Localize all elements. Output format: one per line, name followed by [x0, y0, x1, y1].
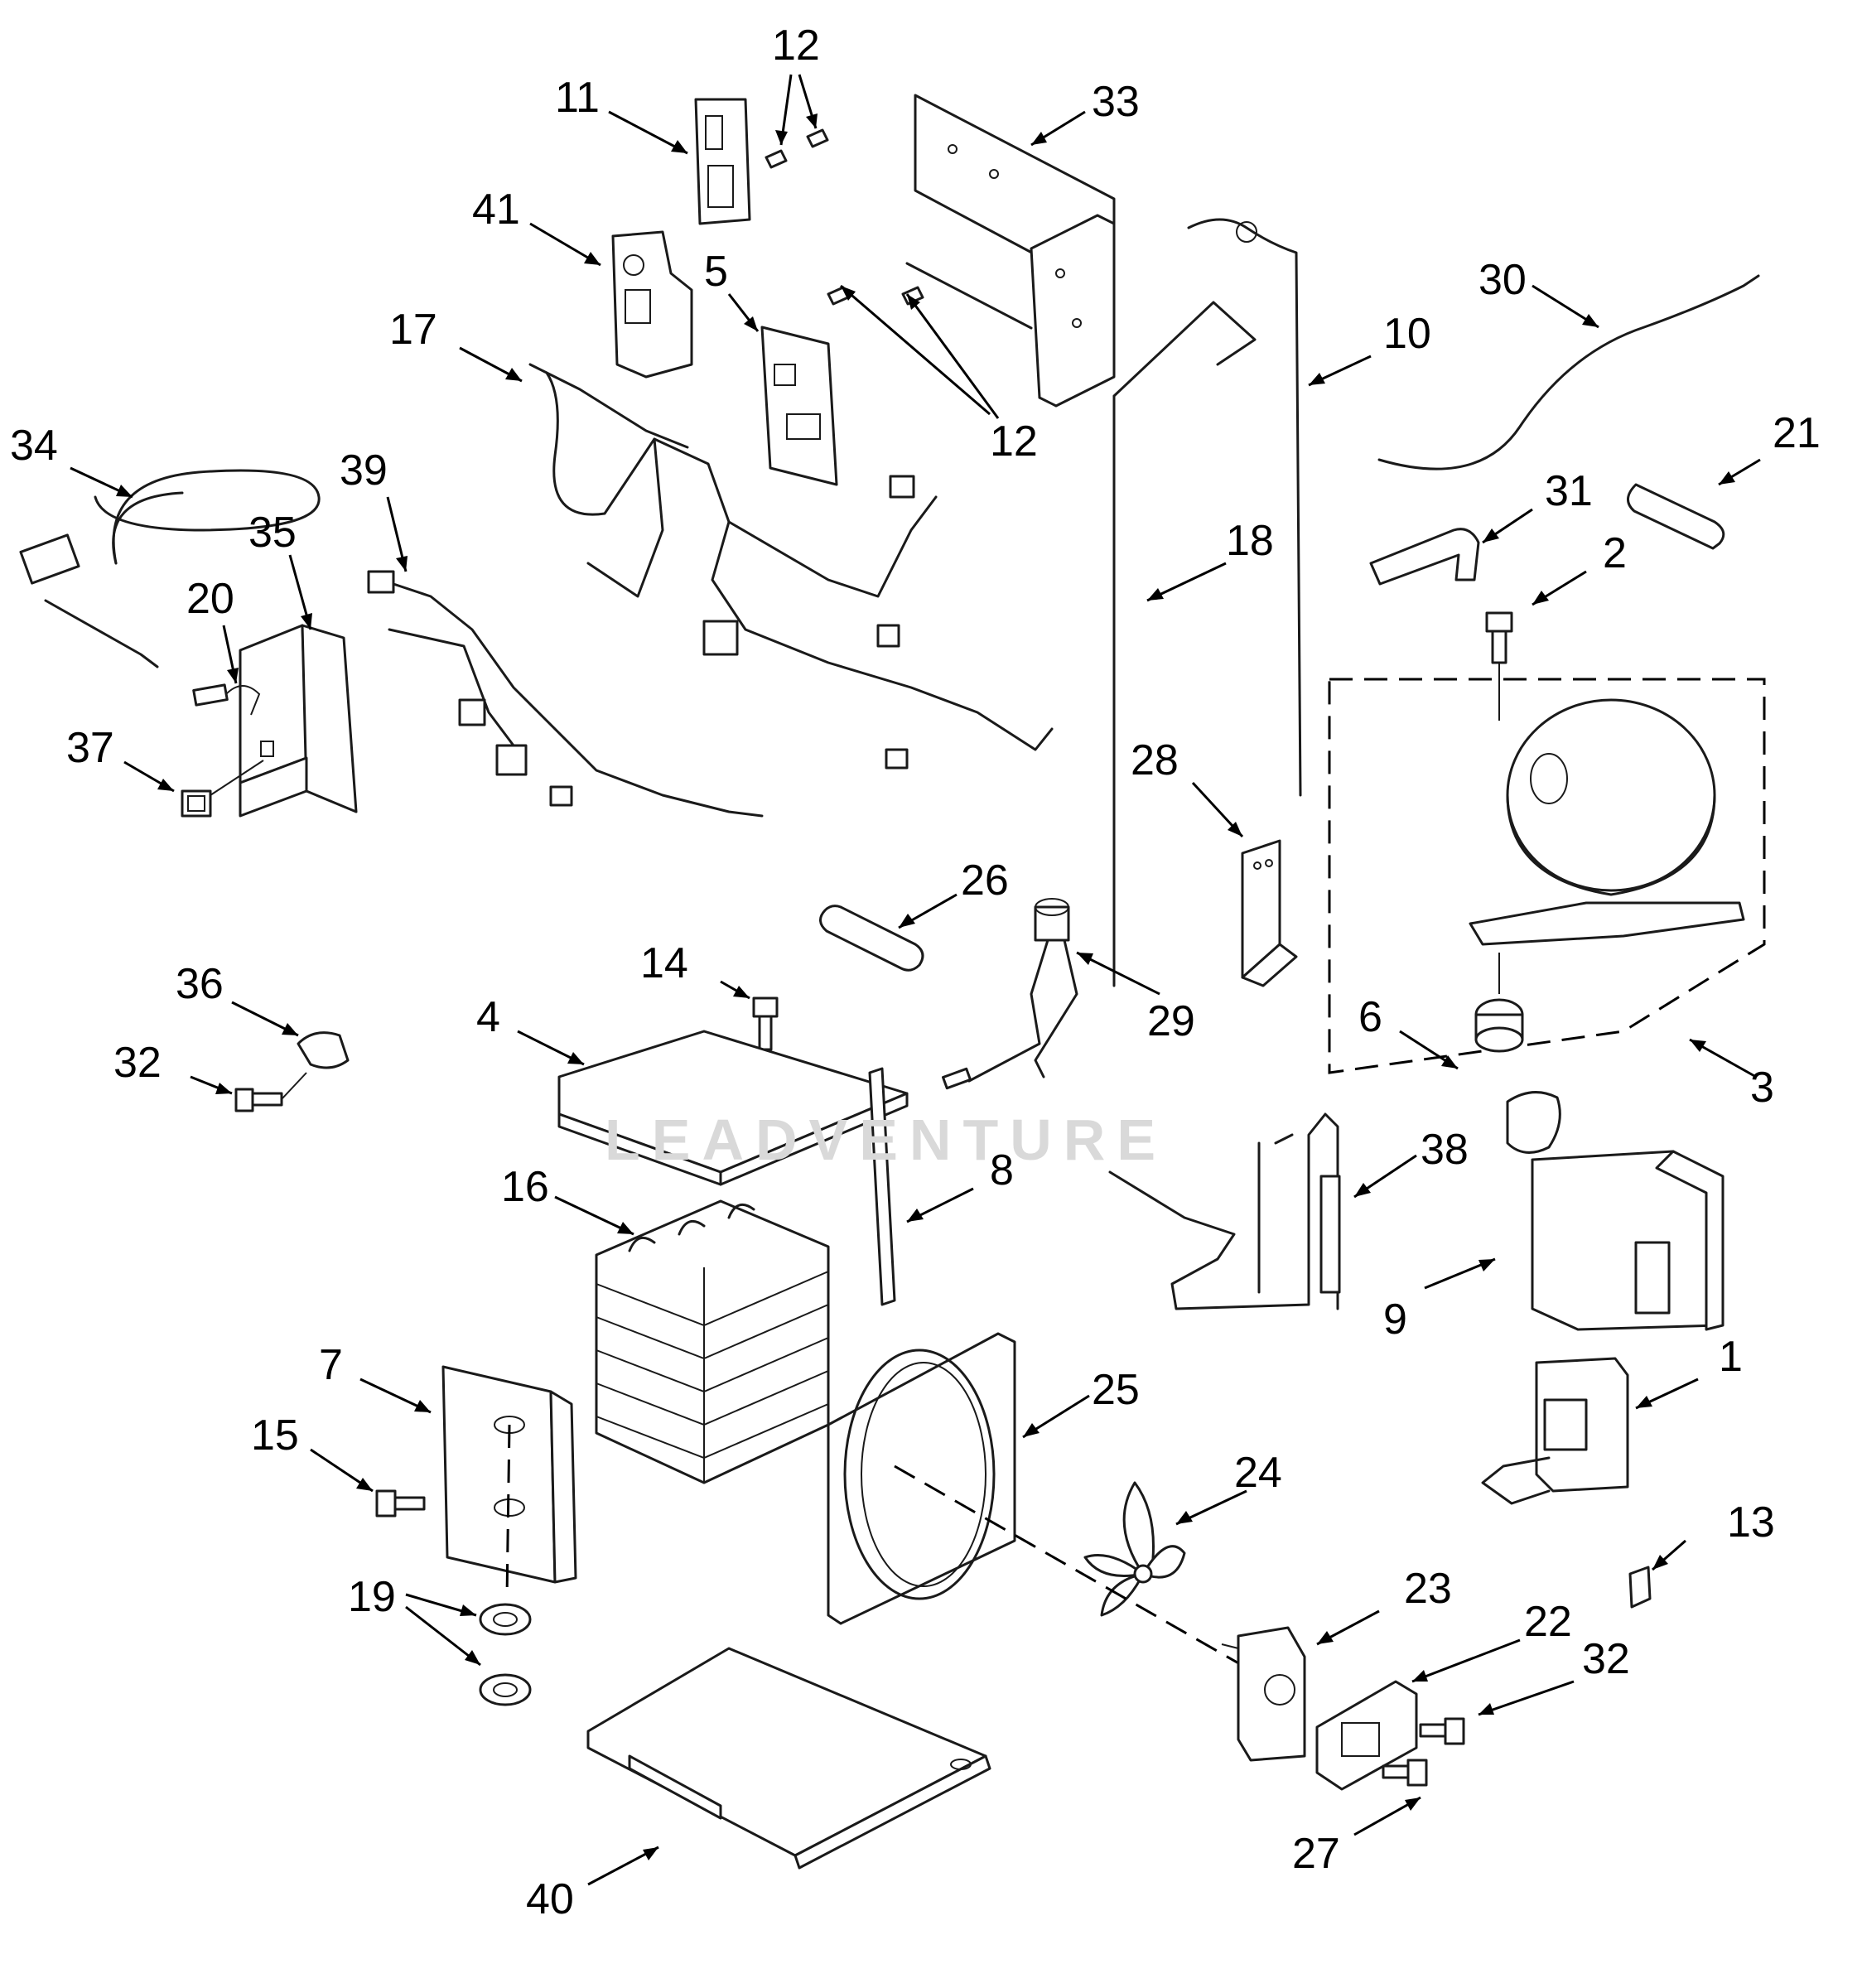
callout-9: 9	[1383, 1296, 1407, 1344]
part-18-wire	[1112, 301, 1257, 987]
callout-12-lower: 12	[990, 417, 1038, 466]
callout-10: 10	[1383, 310, 1431, 358]
part-7-bracket	[441, 1365, 577, 1600]
callout-33: 33	[1092, 78, 1140, 126]
callout-16: 16	[501, 1163, 549, 1211]
part-23-motor	[1221, 1626, 1306, 1762]
part-36-clip	[297, 1031, 350, 1069]
callout-41: 41	[472, 186, 520, 234]
part-40-base	[586, 1647, 991, 1870]
callout-26: 26	[961, 856, 1009, 905]
part-17-harness	[528, 363, 1054, 770]
part-31-tube	[1369, 528, 1480, 586]
callout-21: 21	[1773, 409, 1821, 457]
part-15-screw	[375, 1489, 426, 1518]
callout-32-left: 32	[113, 1039, 162, 1087]
callout-20: 20	[186, 575, 234, 623]
watermark: LEADVENTURE	[605, 1107, 1167, 1172]
callout-29: 29	[1147, 997, 1195, 1045]
callout-5: 5	[704, 248, 728, 296]
part-38-tubing	[1108, 1112, 1341, 1310]
leader-arrows	[70, 74, 1761, 1886]
part-1-box	[1481, 1357, 1629, 1505]
callout-25: 25	[1092, 1366, 1140, 1414]
callout-28: 28	[1131, 736, 1179, 784]
part-26-tube	[819, 905, 924, 972]
callout-38: 38	[1421, 1126, 1469, 1174]
callout-30: 30	[1479, 256, 1527, 304]
part-2-bolt	[1485, 611, 1513, 721]
part-20-connector	[192, 683, 261, 716]
part-3-compressor-assembly	[1328, 678, 1766, 1074]
part-4-plate	[557, 1030, 909, 1186]
part-30-tube	[1377, 274, 1760, 470]
callout-32-right: 32	[1582, 1635, 1630, 1683]
callout-4: 4	[476, 993, 500, 1041]
callout-13: 13	[1727, 1498, 1775, 1546]
part-9-fan-cover	[1506, 1091, 1725, 1331]
part-35-bracket	[239, 624, 358, 818]
part-27-screw	[1382, 1759, 1428, 1787]
part-16-condenser	[595, 1199, 830, 1484]
callout-2: 2	[1603, 529, 1627, 577]
part-10-tube	[1187, 218, 1302, 797]
part-28-bracket	[1241, 839, 1298, 987]
fan-axis-line	[894, 1464, 1293, 1696]
callout-labels: 11 12 33 41 5 17 12 10 30 34 39 35 21 31…	[10, 22, 1821, 1923]
part-11-board	[694, 98, 751, 225]
part-32-screw-left	[234, 1072, 307, 1112]
callout-17: 17	[389, 306, 437, 354]
part-37-switch	[181, 760, 264, 818]
part-22-bracket	[1315, 1680, 1418, 1791]
callout-8: 8	[990, 1146, 1014, 1194]
part-13-clip	[1628, 1566, 1652, 1609]
callout-36: 36	[176, 960, 224, 1008]
part-12-clips-top	[765, 128, 829, 169]
callout-34: 34	[10, 422, 58, 470]
callout-7: 7	[319, 1341, 343, 1389]
callout-40: 40	[526, 1875, 574, 1923]
part-19-grommets	[479, 1603, 532, 1706]
callout-31: 31	[1545, 467, 1593, 515]
part-8-strip	[868, 1067, 896, 1306]
callout-15: 15	[251, 1411, 299, 1460]
part-29-valve	[942, 898, 1078, 1090]
part-33-panel	[905, 94, 1116, 408]
part-21-drier	[1627, 483, 1725, 550]
callout-35: 35	[248, 509, 297, 557]
callout-12-top: 12	[772, 22, 820, 70]
part-41-module	[611, 230, 693, 379]
part-24-fan	[1083, 1481, 1186, 1617]
part-34-cord	[19, 469, 321, 668]
callout-27: 27	[1292, 1830, 1340, 1878]
callout-6: 6	[1358, 993, 1382, 1041]
part-39-harness	[367, 570, 764, 818]
callout-24: 24	[1234, 1449, 1282, 1497]
callout-37: 37	[66, 724, 114, 772]
callout-14: 14	[640, 939, 688, 987]
callout-19: 19	[348, 1573, 396, 1621]
callout-3: 3	[1750, 1064, 1774, 1112]
callout-23: 23	[1404, 1565, 1452, 1613]
part-6-grommet	[1474, 998, 1524, 1053]
part-25-shroud	[827, 1332, 1016, 1625]
callout-11: 11	[555, 74, 600, 122]
part-5-board	[760, 326, 838, 486]
callout-39: 39	[340, 446, 388, 495]
callout-22: 22	[1524, 1598, 1572, 1646]
part-32-screw-right	[1419, 1717, 1465, 1745]
callout-18: 18	[1226, 517, 1274, 565]
callout-1: 1	[1719, 1333, 1743, 1381]
